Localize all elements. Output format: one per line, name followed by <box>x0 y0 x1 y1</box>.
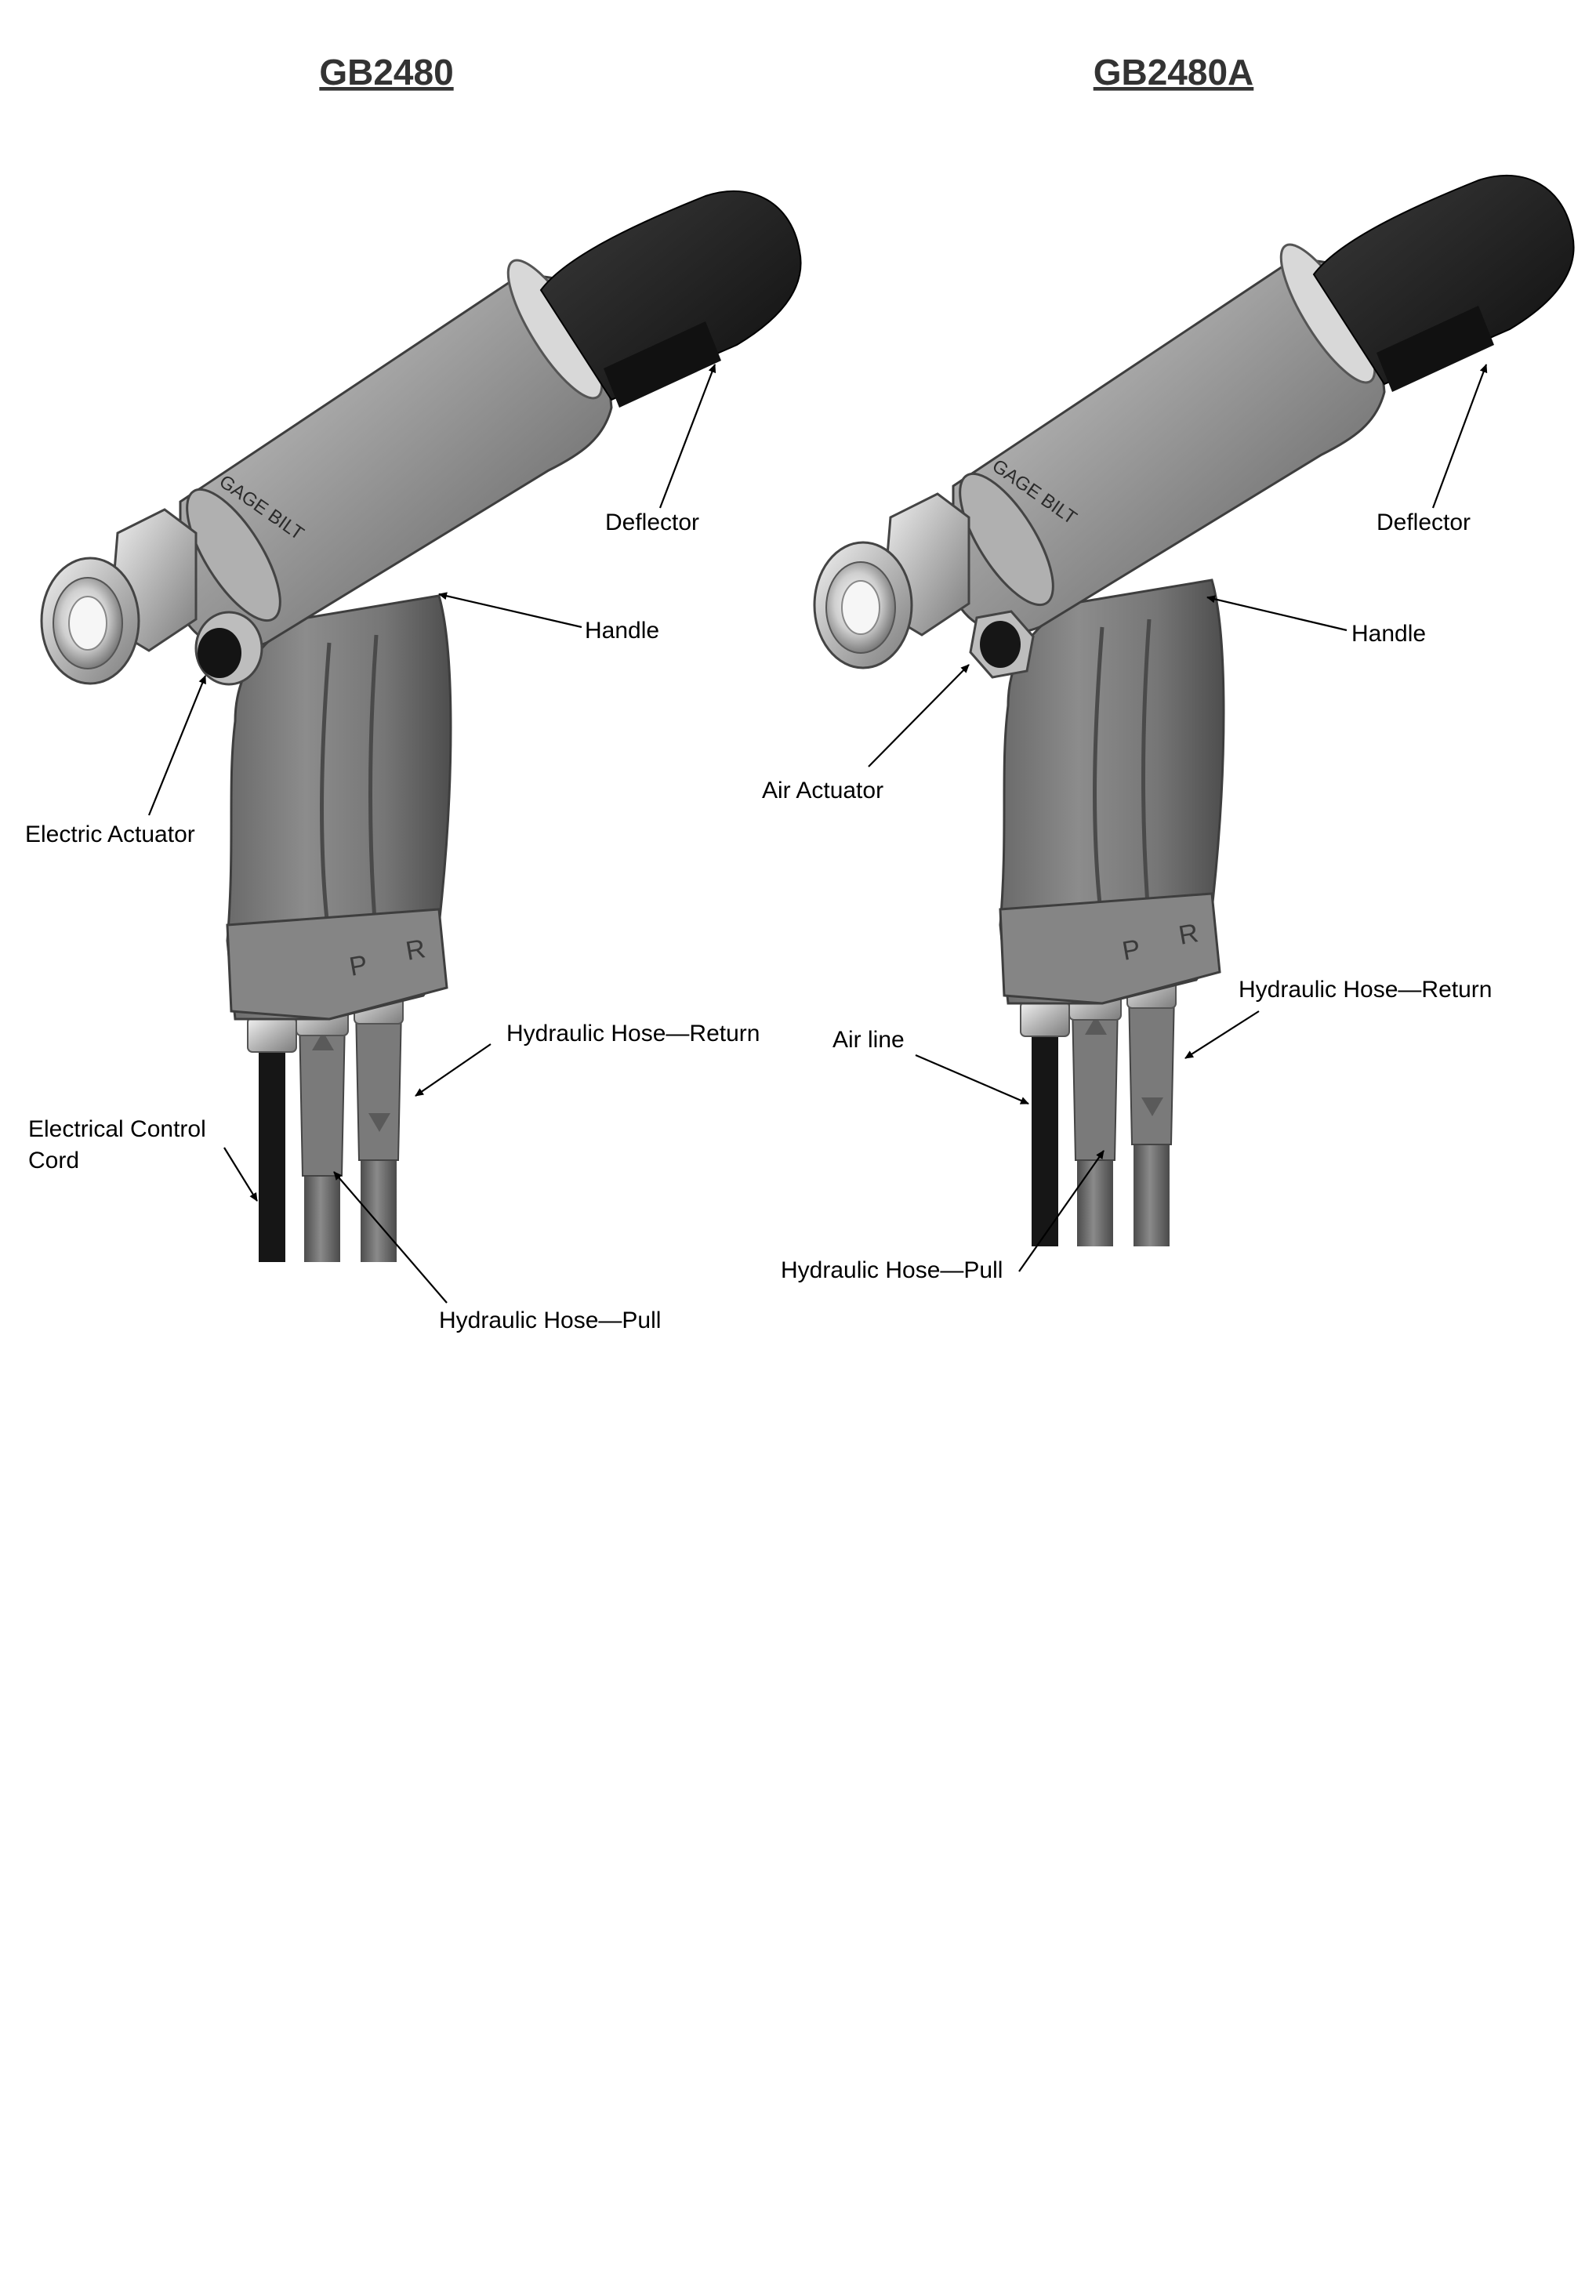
title-gb2480: GB2480 <box>319 52 453 92</box>
leader-air-actuator <box>868 664 970 767</box>
tool-illustration-gb2480: GAGE BILT <box>42 191 801 1262</box>
electric-actuator-button <box>198 628 241 678</box>
leader-hose-pull <box>1018 1150 1105 1272</box>
label-hose-return: Hydraulic Hose—Return <box>1239 977 1492 1003</box>
leader-hose-pull <box>333 1171 448 1304</box>
label-air-actuator: Air Actuator <box>762 778 883 803</box>
leader-electric-actuator <box>147 675 207 816</box>
label-handle: Handle <box>1351 621 1426 647</box>
label-hose-pull: Hydraulic Hose—Pull <box>439 1308 661 1333</box>
label-control-cord-line1: Electrical Control <box>28 1116 206 1142</box>
label-control-cord-line2: Cord <box>28 1148 79 1173</box>
air-actuator-button <box>980 621 1021 668</box>
leader-handle <box>1206 595 1348 632</box>
labels-gb2480: Deflector Handle Electric Actuator Hydra… <box>25 364 760 1333</box>
leader-hose-return <box>1184 1010 1260 1059</box>
labels-gb2480a: Deflector Handle Air Actuator Hydraulic … <box>762 364 1492 1283</box>
tool-illustration-gb2480a: GAGE BILT <box>814 176 1574 1246</box>
leader-handle <box>438 592 582 629</box>
label-deflector: Deflector <box>605 510 699 535</box>
leader-air-line <box>915 1054 1029 1105</box>
title-gb2480a: GB2480A <box>1094 52 1254 92</box>
label-hose-return: Hydraulic Hose—Return <box>506 1021 760 1046</box>
leader-control-cord <box>223 1147 258 1202</box>
leader-deflector <box>1431 364 1488 509</box>
label-air-line: Air line <box>832 1027 905 1053</box>
label-electric-actuator: Electric Actuator <box>25 822 195 847</box>
leader-deflector <box>658 364 716 509</box>
label-deflector: Deflector <box>1377 510 1471 535</box>
label-hose-pull: Hydraulic Hose—Pull <box>781 1257 1003 1283</box>
leader-hose-return <box>415 1043 491 1097</box>
label-handle: Handle <box>585 618 659 644</box>
